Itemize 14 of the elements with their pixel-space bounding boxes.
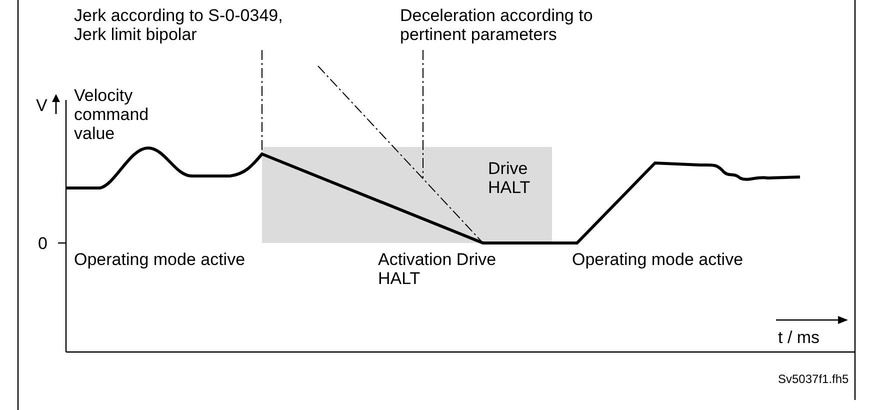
file-name: Sv5037f1.fh5 — [778, 372, 850, 386]
leader-line — [422, 50, 424, 178]
axis-label: Velocity command value — [74, 86, 150, 143]
axis-label: t / ms — [778, 328, 821, 347]
phase-label: Operating mode active — [74, 250, 246, 269]
axis-label: V — [36, 96, 48, 115]
region-label: Drive HALT — [488, 159, 532, 197]
reference-line — [318, 66, 484, 244]
phase-label: Operating mode active — [572, 250, 744, 269]
callout-text: Jerk according to S-0-0349, Jerk limit bipolar — [74, 6, 289, 44]
phase-label: Activation Drive HALT — [378, 250, 498, 288]
axis-label: 0 — [38, 234, 48, 253]
callout-text: Deceleration according to pertinent parameters — [400, 6, 660, 44]
velocity-curve — [66, 146, 800, 244]
